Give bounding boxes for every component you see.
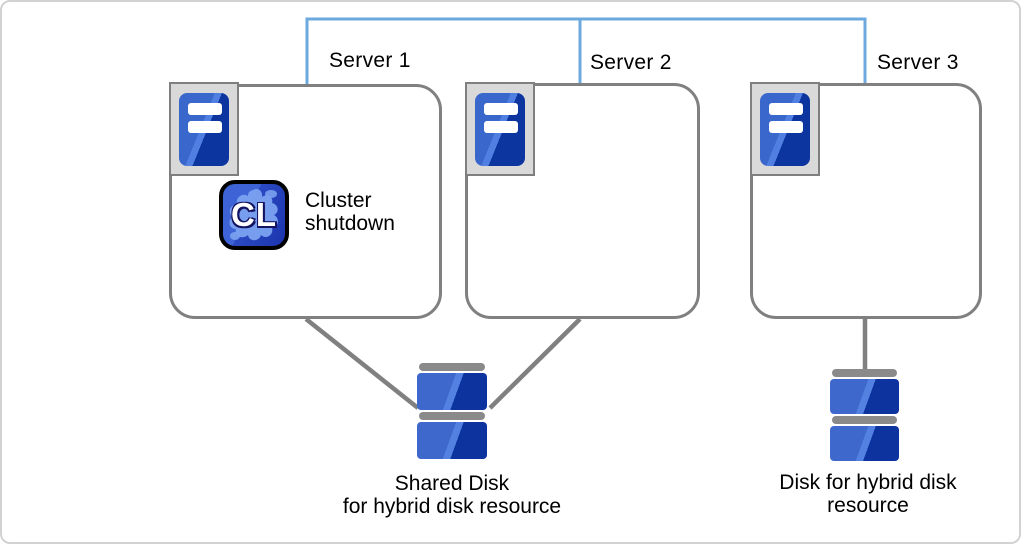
server-tower-graphic xyxy=(475,93,525,166)
server2-label: Server 2 xyxy=(590,51,672,74)
cluster-shutdown-cl-icon: CL xyxy=(219,180,289,250)
shared-disk-label-line1: Shared Disk xyxy=(394,472,510,495)
cluster-shutdown-label: Cluster shutdown xyxy=(305,189,395,235)
tower-slot-bar xyxy=(188,121,222,133)
server3-tower-icon xyxy=(750,82,820,176)
disk-cap xyxy=(419,412,485,420)
server-tower-graphic xyxy=(760,93,810,166)
tower-slot-bar xyxy=(484,121,518,133)
hybrid-disk-label-line2: resource xyxy=(827,494,909,517)
network-interconnect-line xyxy=(305,17,867,86)
connector-server1-shared-disk xyxy=(304,317,420,410)
disk-platter xyxy=(417,422,487,459)
disk-platter xyxy=(830,426,899,461)
server3-label: Server 3 xyxy=(877,51,959,74)
hybrid-disk-label: Disk for hybrid disk resource xyxy=(758,471,978,517)
shared-disk-icon xyxy=(417,360,487,459)
tower-slot-bar xyxy=(484,103,518,115)
connector-server2-shared-disk xyxy=(488,317,582,410)
cl-splat-graphic xyxy=(229,188,278,241)
cl-badge-text: CL xyxy=(231,196,277,233)
server2-box xyxy=(465,83,700,319)
cluster-shutdown-label-line1: Cluster xyxy=(305,189,372,212)
disk-platter xyxy=(830,379,899,414)
disk-cap xyxy=(832,416,897,424)
server-tower-graphic xyxy=(179,93,229,166)
disk-cap xyxy=(419,363,485,371)
disk-cap xyxy=(832,369,897,377)
tower-slot-bar xyxy=(769,121,803,133)
disk-platter xyxy=(417,373,487,410)
cluster-shutdown-label-line2: shutdown xyxy=(305,212,395,235)
tower-slot-bar xyxy=(769,103,803,115)
shared-disk-label: Shared Disk for hybrid disk resource xyxy=(332,472,572,518)
shared-disk-label-line2: for hybrid disk resource xyxy=(342,495,562,518)
server2-tower-icon xyxy=(465,82,535,176)
hybrid-disk-icon xyxy=(830,367,899,461)
server1-label: Server 1 xyxy=(329,49,411,72)
tower-slot-bar xyxy=(188,103,222,115)
server1-tower-icon xyxy=(169,82,239,176)
hybrid-disk-label-line1: Disk for hybrid disk xyxy=(779,471,957,494)
